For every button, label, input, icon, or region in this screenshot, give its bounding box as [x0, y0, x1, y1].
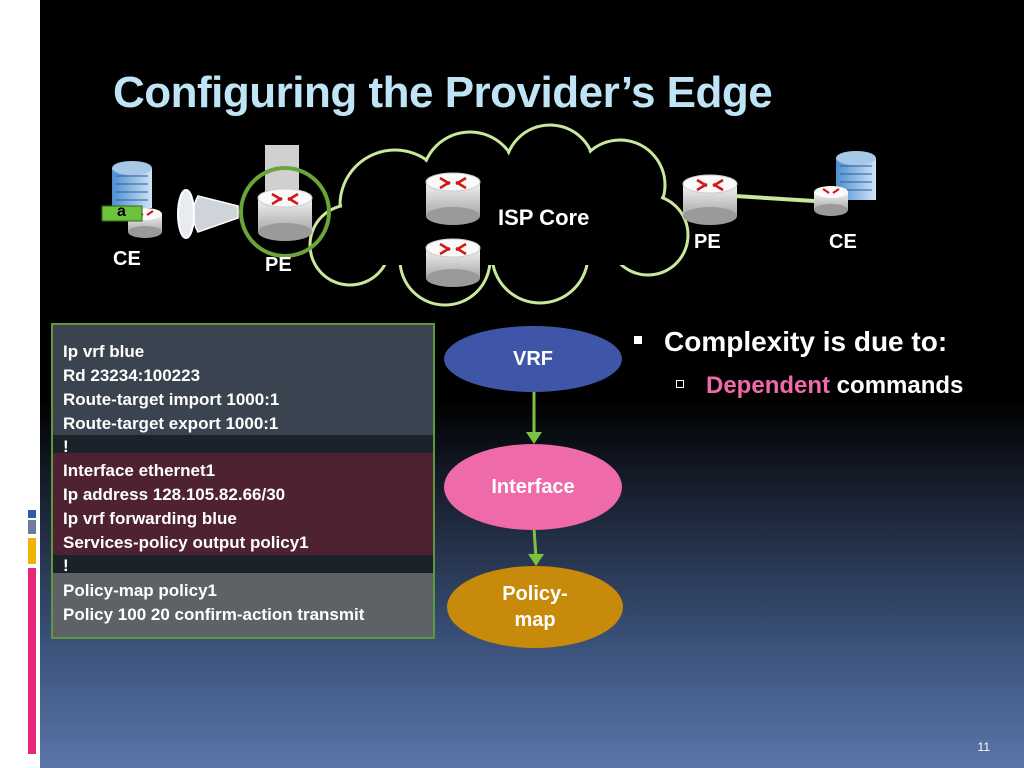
config-line: Policy-map policy1 — [63, 581, 217, 600]
config-line: Ip address 128.105.82.66/30 — [63, 485, 286, 504]
config-line: Services-policy output policy1 — [63, 533, 309, 552]
pe-highlight-circle — [239, 166, 331, 258]
ce-right-label: CE — [829, 231, 857, 253]
config-separator: ! — [63, 437, 69, 456]
interface-config-section — [53, 453, 433, 555]
router-icon-core-2 — [425, 238, 481, 287]
config-line: Policy 100 20 confirm-action transmit — [63, 605, 365, 624]
ce-left-label: CE — [113, 248, 141, 270]
flow-node-policy-label-2: map — [514, 609, 556, 631]
strip-bar-blue — [28, 510, 36, 518]
router-icon-pe-left — [257, 188, 313, 241]
separator-band-1 — [53, 435, 433, 453]
flow-node-policy-label-1: Policy- — [502, 583, 568, 605]
config-line: Route-target export 1000:1 — [63, 414, 279, 433]
bullet-sub-rest: commands — [830, 372, 964, 399]
flow-node-interface: Interface — [444, 444, 622, 530]
config-separator: ! — [63, 556, 69, 575]
funnel-icon — [177, 189, 239, 239]
bullet-sub: Dependent commands — [676, 372, 963, 400]
flow-node-vrf-label: VRF — [513, 348, 553, 370]
router-icon-pe-right — [682, 174, 738, 225]
square-bullet-icon — [634, 335, 642, 344]
tag-a-box — [101, 205, 143, 222]
policy-config-section — [53, 573, 433, 637]
strip-bar-pink — [28, 568, 36, 754]
vrf-config-section — [53, 325, 433, 435]
flow-node-interface-label: Interface — [491, 476, 575, 498]
page-number: 11 — [977, 740, 990, 754]
router-icon-ce-right — [814, 186, 848, 216]
bullet-main: Complexity is due to: — [634, 326, 947, 358]
flow-node-policy-map: Policy- map — [447, 566, 623, 648]
tag-a-label: a — [117, 203, 126, 220]
isp-core-label: ISP Core — [498, 205, 590, 230]
config-line: Interface ethernet1 — [63, 461, 216, 480]
building-icon-left — [112, 161, 152, 208]
slide-title: Configuring the Provider’s Edge — [113, 68, 773, 117]
pe-right-label: PE — [694, 231, 721, 253]
strip-bar-gray — [28, 520, 36, 534]
network-diagram — [101, 123, 876, 307]
config-line: Ip vrf forwarding blue — [63, 509, 237, 528]
building-icon-right — [836, 151, 876, 200]
config-box: Ip vrf blue Rd 23234:100223 Route-target… — [51, 323, 435, 639]
config-line: Route-target import 1000:1 — [63, 390, 280, 409]
hollow-square-bullet-icon — [676, 379, 684, 388]
strip-bar-yellow — [28, 538, 36, 564]
config-line: Rd 23234:100223 — [63, 366, 201, 385]
separator-band-2 — [53, 555, 433, 573]
bullet-sub-highlight: Dependent — [706, 372, 831, 399]
config-line: Ip vrf blue — [63, 342, 145, 361]
flow-node-vrf: VRF — [444, 326, 622, 392]
bullet-main-text: Complexity is due to: — [664, 326, 948, 357]
pe-left-label: PE — [265, 254, 292, 276]
router-icon-core-1 — [425, 172, 481, 225]
